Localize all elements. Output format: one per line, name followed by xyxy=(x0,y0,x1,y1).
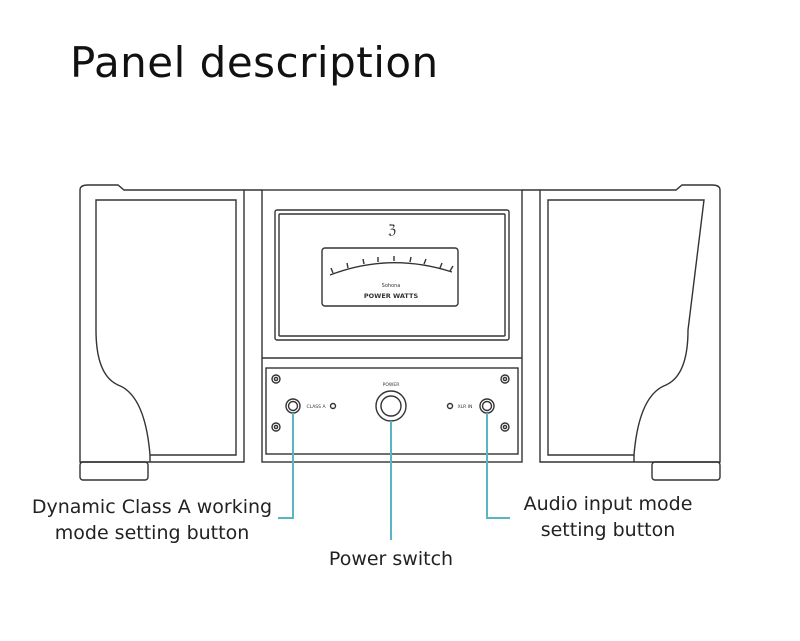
power-caption: POWER xyxy=(383,382,400,388)
meter-brand: Sohona xyxy=(382,283,401,289)
class-a-callout-line2: mode setting button xyxy=(54,522,250,544)
input-callout: Audio input mode setting button xyxy=(510,491,706,543)
xlr-indicator-led xyxy=(446,402,454,410)
class-a-leader-line xyxy=(278,413,294,519)
class-a-callout-line1: Dynamic Class A working xyxy=(31,496,273,518)
page-title: Panel description xyxy=(70,38,439,87)
power-meter xyxy=(321,247,459,307)
input-mode-button[interactable] xyxy=(479,398,495,414)
xlr-caption: XLR IN xyxy=(458,404,473,410)
right-side-cheek xyxy=(522,184,721,481)
power-switch[interactable] xyxy=(375,390,407,422)
meter-caption: POWER WATTS xyxy=(364,292,419,300)
power-callout: Power switch xyxy=(316,546,466,572)
logo-mark: ℨ xyxy=(388,223,396,238)
left-side-cheek xyxy=(79,184,262,481)
class-a-button[interactable] xyxy=(285,398,301,414)
input-leader-line xyxy=(486,413,510,519)
input-callout-line2: setting button xyxy=(540,519,676,541)
input-callout-line1: Audio input mode xyxy=(523,493,693,515)
power-callout-line1: Power switch xyxy=(328,548,454,570)
class-a-caption: CLASS A xyxy=(306,404,326,410)
class-a-indicator-led xyxy=(329,402,337,410)
panel-screws xyxy=(271,374,510,432)
class-a-callout: Dynamic Class A working mode setting but… xyxy=(24,494,280,546)
